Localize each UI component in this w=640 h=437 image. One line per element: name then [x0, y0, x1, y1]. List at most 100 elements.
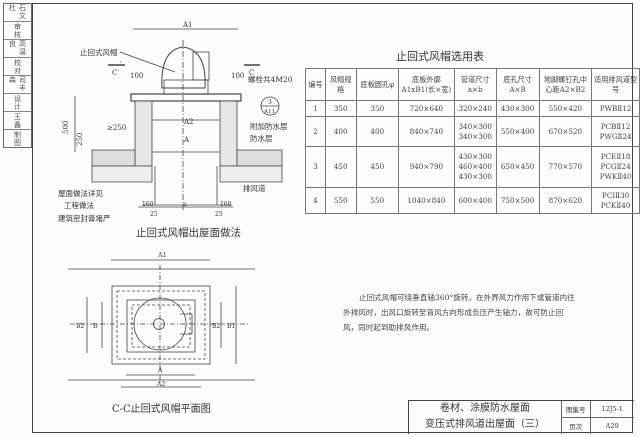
table-cell: 1 [305, 100, 326, 117]
table-cell: 550 [355, 187, 400, 214]
svg-text:建筑密封膏堵严: 建筑密封膏堵严 [58, 213, 111, 223]
column-header: 适用排风道型号 [591, 68, 640, 101]
svg-text:工程做法: 工程做法 [64, 200, 94, 210]
drawing-title: 卷材、涂膜防水屋面 变压式排风道出屋面（三） [409, 401, 562, 434]
column-header: 编号 [305, 68, 326, 101]
svg-text:A: A [157, 367, 163, 374]
svg-text:A1: A1 [182, 21, 193, 29]
svg-text:防水层: 防水层 [250, 133, 273, 143]
table-cell: 450 [324, 146, 357, 188]
svg-text:160: 160 [220, 201, 232, 208]
value-column: 12J5-1 A29 [590, 401, 634, 434]
table-cell: 340×300 340×300 [453, 116, 497, 147]
table-cell: PCIⅡ30 PCKⅡ40 [591, 187, 640, 214]
atlas-number: 12J5-1 [590, 401, 634, 418]
svg-text:A11: A11 [263, 109, 275, 115]
sig-cell: 石文杜 [4, 4, 31, 22]
svg-text:排风道: 排风道 [243, 183, 266, 193]
column-header: 风帽规格 [324, 68, 357, 101]
table-cell: 650×450 [495, 146, 540, 188]
section-title: 止回式风帽出屋面做法 [136, 226, 241, 239]
table-cell: 840×740 [398, 116, 455, 147]
table-cell: 550×400 [495, 116, 540, 147]
svg-text:B2: B2 [76, 323, 84, 330]
plan-title: C-C止回式风帽平面图 [112, 402, 211, 415]
sig-cell: 王鑫 [4, 112, 31, 130]
svg-text:A2: A2 [183, 118, 194, 126]
svg-text:止回式风帽: 止回式风帽 [80, 47, 118, 57]
label-column: 图集号 页次 [562, 401, 591, 434]
table-cell: 4 [305, 187, 326, 214]
table-cell: PCEⅡ18 PCGⅡ24 PWKⅡ40 [591, 146, 640, 188]
svg-text:屋面做法详见: 屋面做法详见 [58, 188, 103, 198]
page-number: A29 [605, 422, 619, 430]
table-cell: 450 [355, 146, 400, 188]
svg-text:a: a [183, 201, 187, 208]
svg-text:3: 3 [268, 99, 272, 106]
svg-text:100: 100 [130, 72, 143, 80]
table-cell: 870×620 [538, 187, 593, 214]
table-cell: 1040×840 [398, 187, 455, 214]
svg-text:C: C [112, 69, 117, 77]
sig-cell: 审核 [4, 22, 31, 40]
atlas-label: 图集号 [562, 401, 590, 418]
sig-cell: 校对 [4, 58, 31, 76]
table-cell: 3 [305, 146, 326, 188]
table-cell: 320×240 [453, 100, 497, 117]
table-cell: PWBⅡ12 [591, 100, 640, 117]
svg-text:B1: B1 [227, 323, 235, 330]
table-cell: 940×790 [398, 146, 455, 188]
column-header: 地脚螺钉孔中心距A2×B2 [538, 68, 593, 101]
plan-drawing: A1 A A2 B2 B B2 B1 C-C止回式风帽平面图 [68, 251, 255, 415]
sig-cell: 高温良 [4, 40, 31, 58]
table-cell: 600×400 [453, 187, 497, 214]
svg-text:100: 100 [231, 72, 244, 80]
section-drawing: A1 C C 100 100 A2 A 500 250 ≥250 3 A11 螺… [58, 21, 293, 239]
table-cell: 400 [324, 116, 357, 147]
svg-text:250: 250 [76, 133, 84, 146]
title-line-1: 卷材、涂膜防水屋面 [440, 403, 530, 414]
title-block: 卷材、涂膜防水屋面 变压式排风道出屋面（三） 图集号 页次 12J5-1 A29 [408, 400, 634, 434]
signature-column: 石文杜 审核 高温良 校对 司丰森 设计 王鑫 制图 [3, 3, 32, 148]
sig-cell: 司丰森 [4, 76, 31, 94]
svg-text:160: 160 [142, 201, 154, 208]
sig-cell: 制图 [13, 130, 22, 147]
sig-cell: 设计 [4, 94, 31, 112]
column-header: 底板外廓A1xB1(长×宽) [398, 68, 455, 101]
description-text: 止回式风帽可绕垂直轴360°旋转，在外界风力作用下或管道内往外排风时，出风口旋转… [343, 293, 575, 332]
svg-text:A: A [183, 136, 190, 144]
title-line-2: 变压式排风道出屋面（三） [425, 419, 545, 430]
svg-text:螺栓共4M20: 螺栓共4M20 [248, 74, 293, 84]
table-cell: 430×300 460×400 430×300 [453, 146, 497, 188]
table-cell: 550×420 [538, 100, 593, 117]
table-cell: PCBⅡ12 PWGⅡ24 [591, 116, 640, 147]
svg-text:500: 500 [62, 121, 70, 134]
svg-text:B2: B2 [212, 323, 220, 330]
sheet-border [32, 3, 633, 433]
table-cell: 550 [324, 187, 357, 214]
table-cell: 770×570 [538, 146, 593, 188]
table-cell: 400 [355, 116, 400, 147]
table-cell: 720×640 [398, 100, 455, 117]
table-cell: 350 [355, 100, 400, 117]
table-title: 止回式风帽选用表 [396, 50, 484, 63]
svg-text:A1: A1 [157, 251, 167, 259]
svg-text:B: B [93, 323, 98, 330]
svg-text:≥250: ≥250 [107, 124, 126, 132]
page-label: 页次 [569, 423, 583, 431]
table-cell: 750×500 [495, 187, 540, 214]
column-header: 底板圆孔φ [355, 68, 400, 101]
svg-text:A2: A2 [156, 381, 165, 388]
table-cell: 430×300 [495, 100, 540, 117]
table-cell: 670×520 [538, 116, 593, 147]
table-cell: 350 [324, 100, 357, 117]
svg-text:25: 25 [215, 211, 223, 218]
svg-text:C: C [249, 69, 254, 77]
